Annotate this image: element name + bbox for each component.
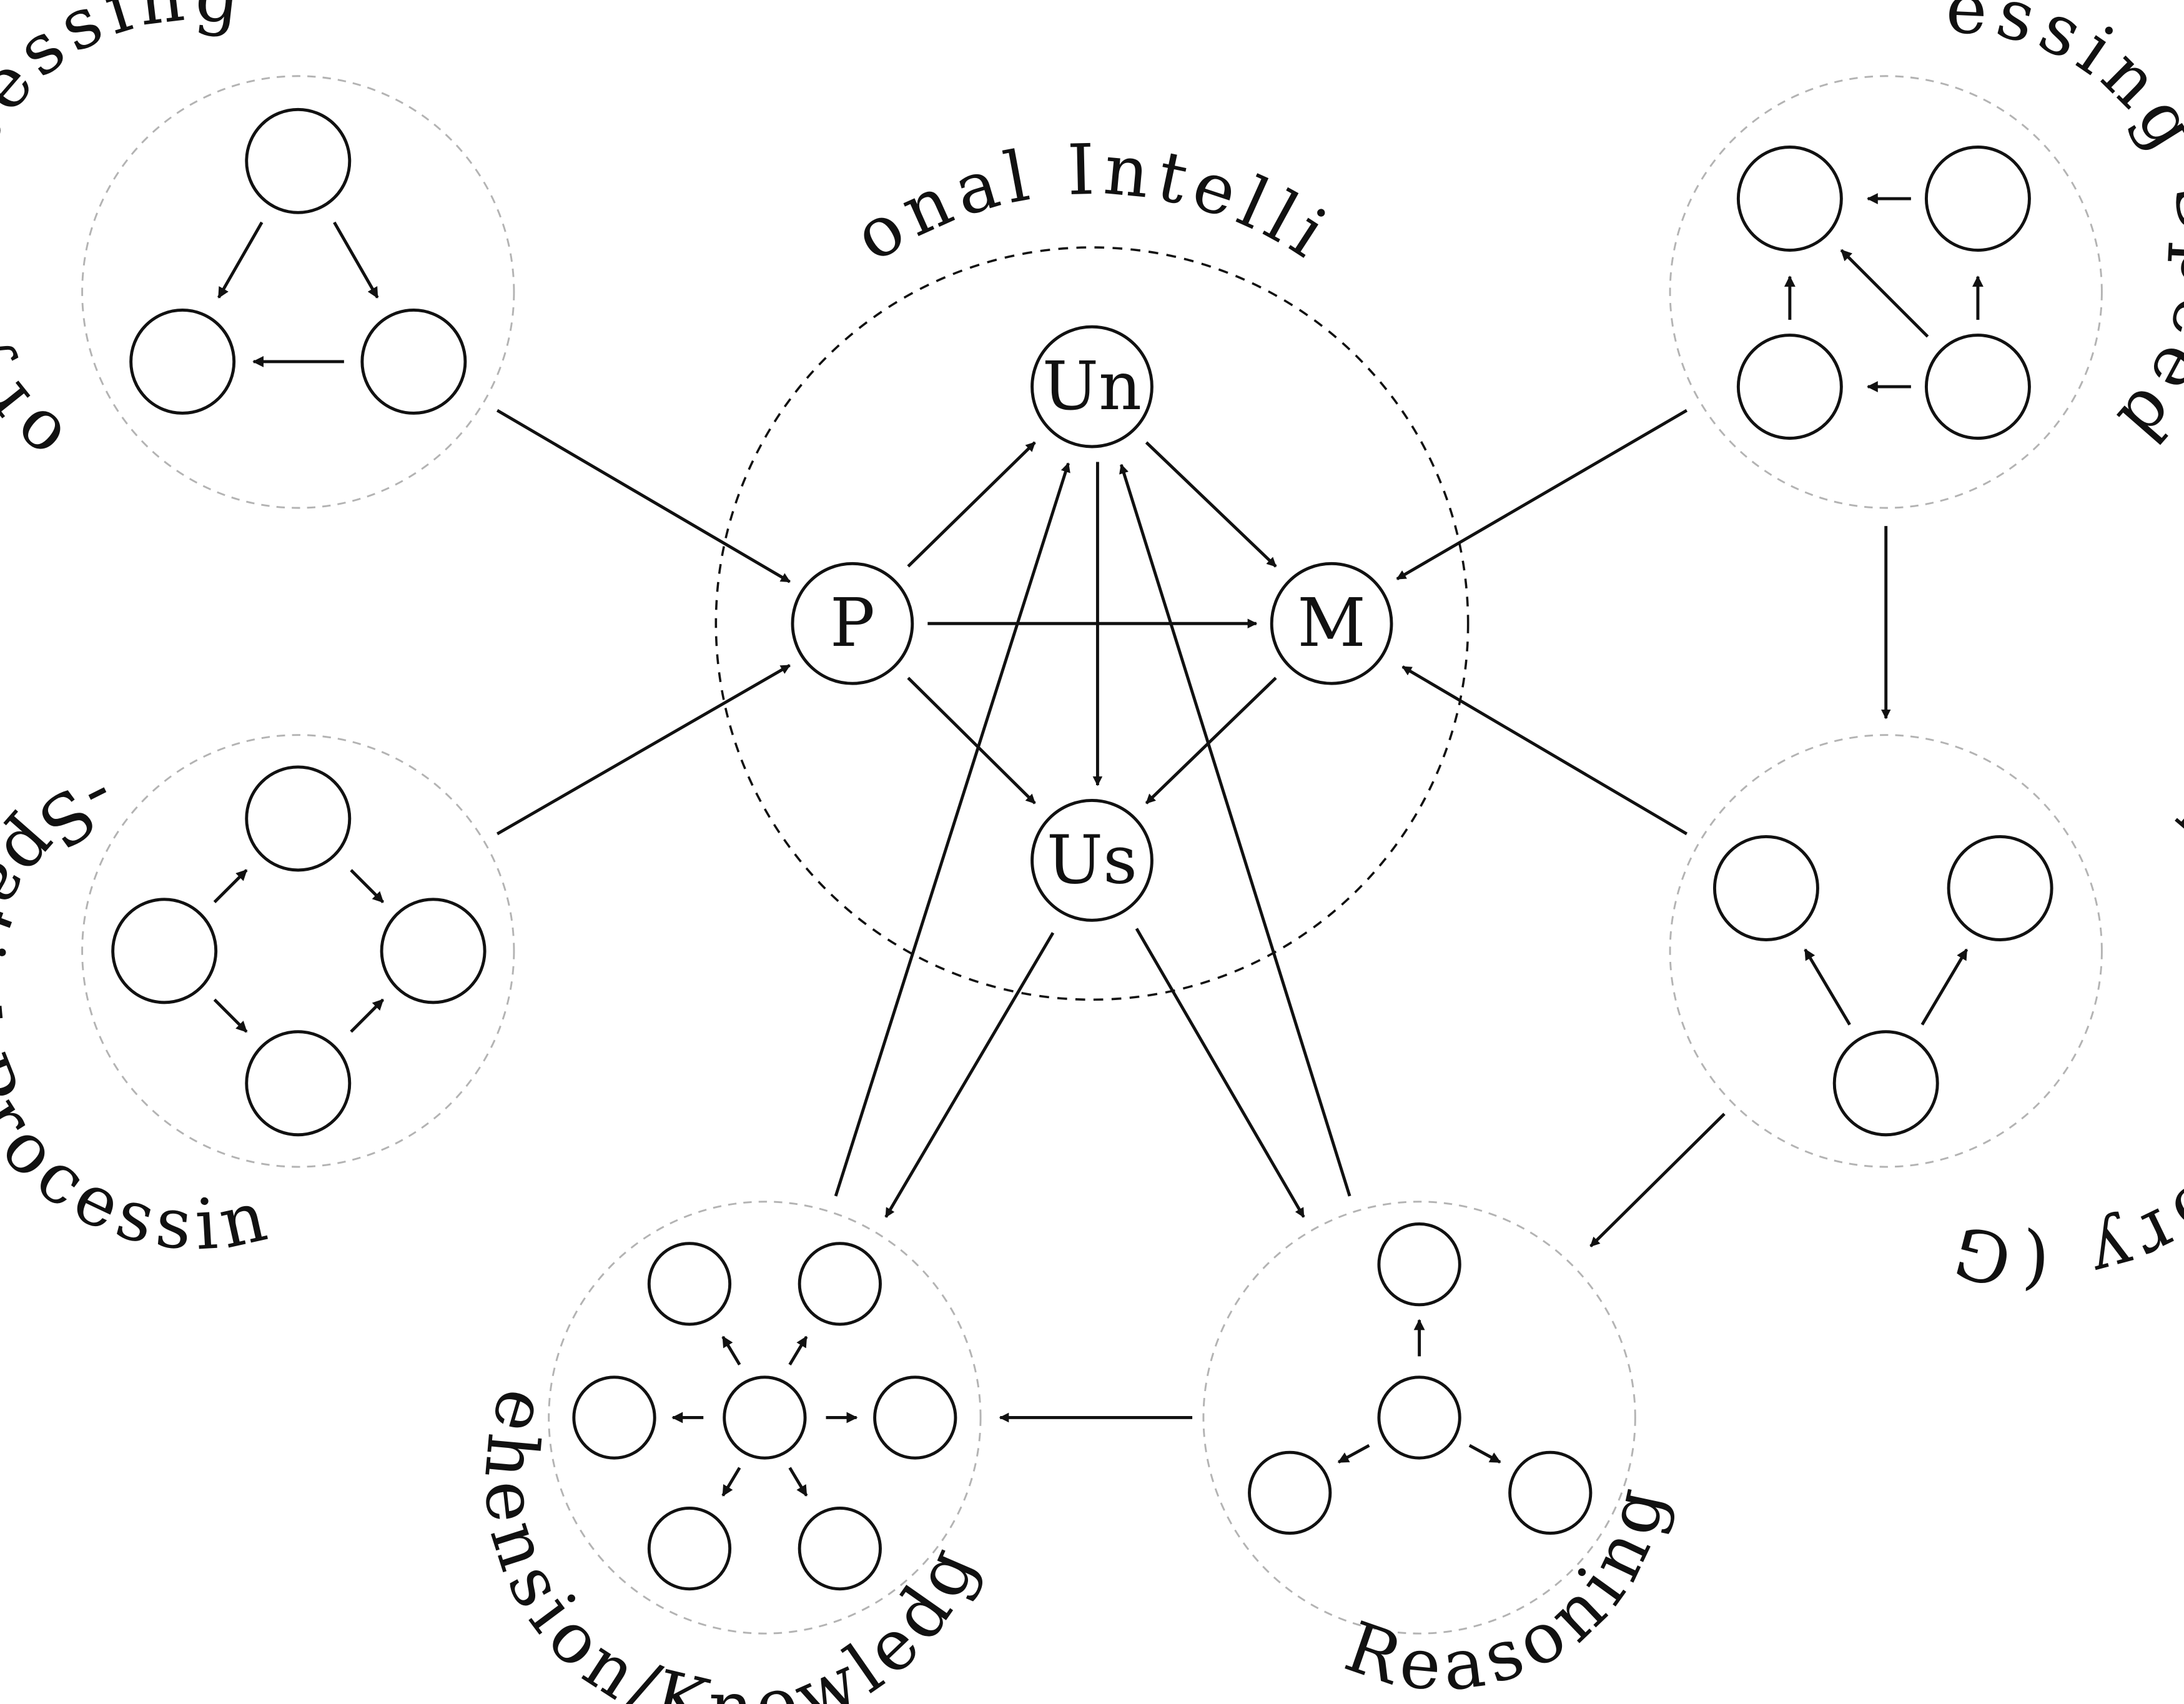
gv-node-right [380, 898, 487, 1004]
ei-boundary [714, 246, 1470, 1001]
gs-cluster [1736, 146, 2031, 440]
arrow-gf-un [1119, 463, 1351, 1197]
ei-label: Emotional Intelligence [0, 0, 1346, 277]
gv-cluster [111, 765, 487, 1137]
arrow-m-us [1145, 676, 1277, 805]
gwm-node-left [1712, 835, 1819, 941]
gc-label: Comprehension/Knowledge (Gc) [0, 0, 994, 1704]
arrow-us-gf [1135, 928, 1305, 1218]
gs-node-br [1924, 334, 2031, 440]
node-us-label: Us [1047, 821, 1137, 899]
node-un-label: Un [1042, 348, 1142, 425]
arrow-gwm-m [1401, 665, 1688, 836]
gf-cluster [1248, 1222, 1593, 1535]
gv-label: Visual-Spatial Processing (Gv) [0, 0, 280, 1266]
node-un [1030, 325, 1154, 448]
arrow-gwm-gf [1589, 1112, 1726, 1247]
arrow-us-gc [884, 932, 1055, 1218]
gf-node-top [1377, 1222, 1461, 1307]
gs-boundary [1669, 75, 2103, 509]
gv-node-bottom [245, 1030, 352, 1137]
gwm-cluster [1712, 835, 2053, 1137]
ga-node-right [360, 308, 467, 415]
node-p-label: P [830, 585, 875, 662]
gs-node-bl [1736, 334, 1843, 440]
gf-label: Fluid Reasoning (Gf) [0, 0, 1675, 1704]
gv-boundary [81, 734, 515, 1168]
arrow-gv-p [496, 664, 791, 836]
node-p [791, 562, 914, 685]
ga-label: Auditory Processing (Ga) [0, 0, 252, 479]
arrow-p-un [907, 441, 1036, 568]
gf-node-br [1508, 1450, 1593, 1535]
gf-boundary [1202, 1201, 1636, 1635]
ga-node-left [129, 308, 236, 415]
ga-boundary [81, 75, 515, 509]
ga-cluster [129, 107, 467, 415]
arrow-gs-m [1396, 409, 1688, 580]
gv-node-top [245, 765, 352, 872]
gf-node-bl [1248, 1450, 1332, 1535]
gv-node-left [111, 898, 218, 1004]
arrow-p-us [907, 676, 1036, 805]
gc-node-bl [647, 1506, 732, 1591]
gc-node-tl [647, 1242, 732, 1326]
gc-cluster [572, 1242, 957, 1591]
node-m [1270, 562, 1393, 685]
arrow-un-m [1145, 441, 1277, 568]
gwm-boundary [1669, 734, 2103, 1168]
gf-node-center [1377, 1375, 1461, 1460]
gc-node-center [723, 1375, 807, 1460]
gs-node-tr [1924, 146, 2031, 252]
ga-node-top [245, 107, 352, 214]
gwm-node-right [1947, 835, 2053, 941]
arrow-ga-p [496, 409, 791, 583]
gc-node-left [572, 1375, 656, 1460]
arrow-gc-un [834, 462, 1070, 1197]
node-us [1030, 799, 1154, 922]
gc-node-tr [798, 1242, 882, 1326]
gwm-node-bottom [1832, 1030, 1939, 1137]
gc-node-right [873, 1375, 957, 1460]
node-m-label: M [1297, 585, 1366, 662]
gc-node-br [798, 1506, 882, 1591]
gs-node-tl [1736, 146, 1843, 252]
gc-boundary [548, 1201, 982, 1635]
